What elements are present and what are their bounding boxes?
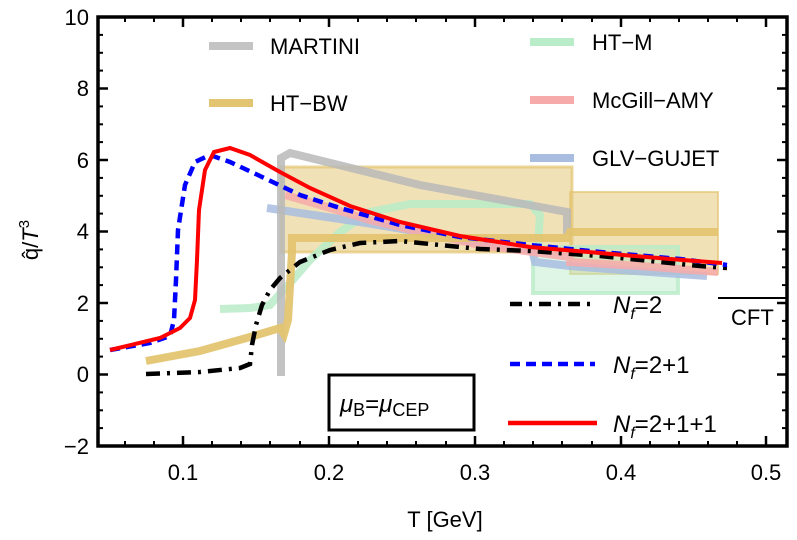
svg-text:0.2: 0.2	[314, 460, 345, 485]
y-tick-labels: −2 0 2 4 6 8 10	[64, 5, 89, 459]
y-minor-ticks	[98, 33, 787, 430]
nf-curves	[109, 145, 728, 377]
htbw-curve	[145, 228, 718, 365]
svg-text:−2: −2	[64, 434, 89, 459]
x-axis-title: T [GeV]	[407, 507, 482, 532]
legend-label-nf21: Nf=2+1	[613, 352, 690, 383]
nf21-curve	[109, 152, 728, 353]
svg-text:0.5: 0.5	[751, 460, 782, 485]
svg-text:4: 4	[77, 219, 89, 244]
svg-text:8: 8	[77, 76, 89, 101]
legend-label-nf2: Nf=2	[613, 292, 662, 323]
svg-text:0.1: 0.1	[168, 460, 199, 485]
legend-label-mcgill: McGill−AMY	[592, 88, 714, 113]
svg-text:10: 10	[65, 5, 89, 30]
model-bands	[145, 148, 719, 376]
nf2-curve	[145, 238, 728, 377]
annotation-text: μB=μCEP	[339, 391, 429, 420]
legend-label-nf211: Nf=2+1+1	[613, 411, 717, 442]
svg-text:0.3: 0.3	[460, 460, 491, 485]
svg-text:0: 0	[77, 362, 89, 387]
nf211-curve	[109, 145, 723, 352]
legend-label-glv: GLV−GUJET	[592, 146, 719, 171]
cft-marker: CFT	[718, 297, 787, 330]
plot-frame	[96, 15, 789, 448]
legend-label-htm: HT−M	[592, 30, 653, 55]
y-axis-title: q̂/T3	[16, 220, 43, 260]
svg-text:2: 2	[77, 291, 89, 316]
annotation-box: μB=μCEP	[327, 373, 476, 432]
martini-curve	[277, 148, 571, 376]
mcgill-amy-curve	[283, 191, 719, 276]
svg-text:6: 6	[77, 148, 89, 173]
legend-label-htbw: HT−BW	[270, 91, 348, 116]
svg-text:0.4: 0.4	[606, 460, 637, 485]
legend-label-martini: MARTINI	[270, 34, 360, 59]
x-minor-ticks	[124, 17, 738, 446]
legend-models: MARTINI HT−BW HT−M McGill−AMY GLV−GUJET	[209, 30, 719, 171]
cft-label: CFT	[731, 305, 774, 330]
legend-flavors: Nf=2 Nf=2+1 Nf=2+1+1	[508, 292, 717, 442]
x-tick-labels: 0.1 0.2 0.3 0.4 0.5	[168, 460, 782, 485]
